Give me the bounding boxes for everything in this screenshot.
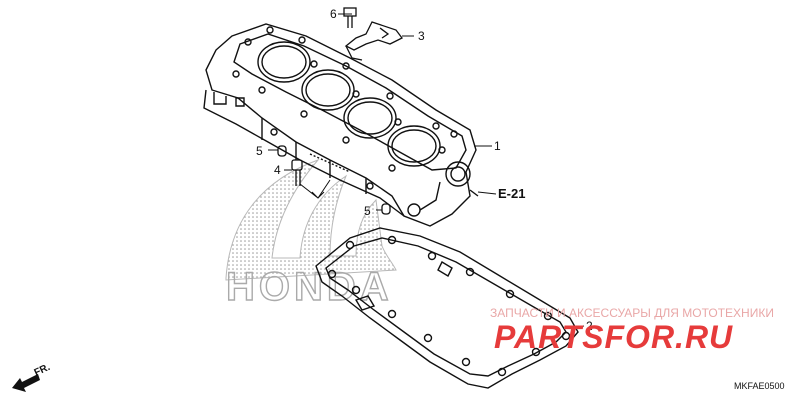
cylinder-base-gasket [315,227,579,389]
callout-5-upper: 5 [256,144,263,158]
dowel-pin-5-upper [277,145,287,157]
section-reference: E-21 [498,186,525,201]
cylinder-block [203,23,479,227]
cylinder-bore-3 [343,97,397,139]
callout-5-lower: 5 [364,204,371,218]
watermark-brand: PARTSFOR.RU [494,319,733,355]
cylinder-bore-4 [387,125,441,167]
dowel-pin-5-lower [381,203,391,215]
callout-1: 1 [494,139,501,153]
callout-6: 6 [330,7,337,21]
honda-logo-text: HONDA [226,265,393,309]
callout-2: 2 [586,319,593,333]
cylinder-bore-1 [257,41,311,83]
cylinder-bore-2 [301,69,355,111]
arrow-icon [12,374,40,392]
diagram-code: MKFAE0500 [734,381,785,391]
watermark-caption: ЗАПЧАСТИ И АКСЕССУАРЫ ДЛЯ МОТОТЕХНИКИ [490,306,774,320]
direction-label: FR. [33,362,52,379]
callout-4: 4 [274,163,281,177]
bracket-part-3 [344,21,403,61]
callout-3: 3 [418,29,425,43]
watermark: ЗАПЧАСТИ И АКСЕССУАРЫ ДЛЯ МОТОТЕХНИКИ PA… [490,306,774,355]
front-direction-arrow: FR. [12,362,52,392]
flange-bolt-6 [343,7,357,28]
leader-lines [268,13,585,329]
stud-bolt-4 [291,159,303,186]
honda-wing-logo: HONDA [225,158,397,310]
